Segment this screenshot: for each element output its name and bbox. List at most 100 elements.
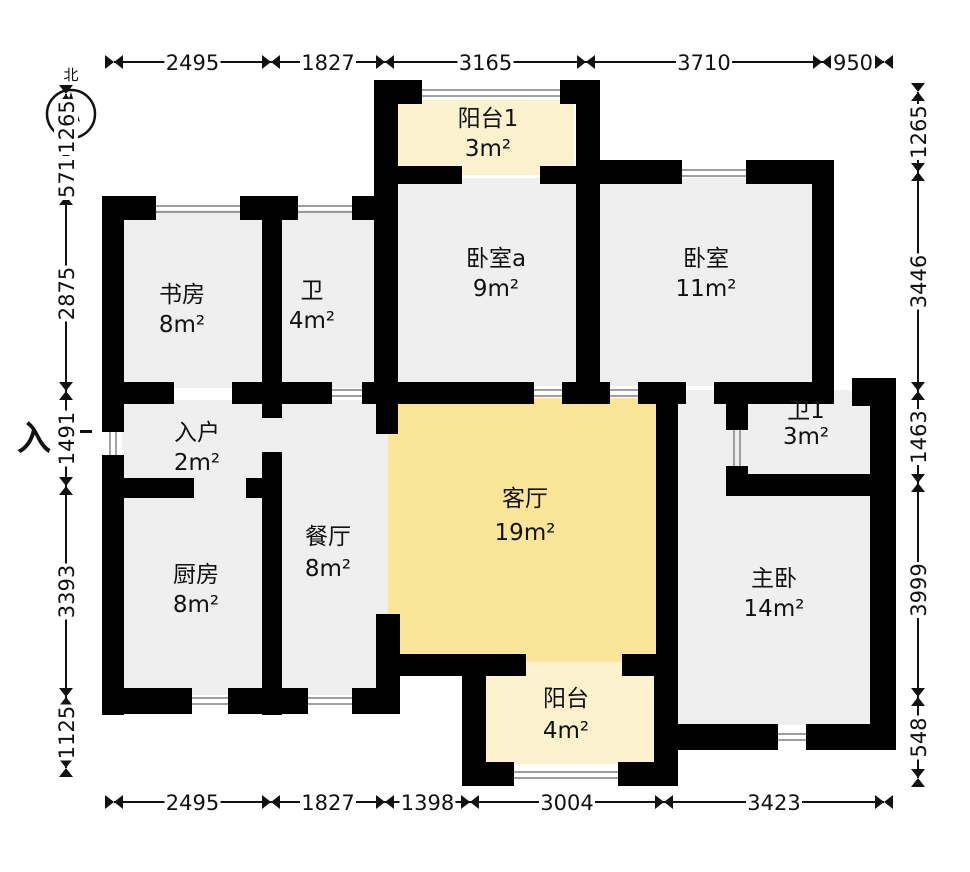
room-area-bath1: 3m² bbox=[783, 424, 829, 450]
dimension-tick bbox=[59, 768, 73, 777]
dimension-tick bbox=[59, 391, 73, 400]
wall bbox=[232, 382, 332, 404]
room-area-master: 14m² bbox=[744, 596, 805, 622]
dimension-tick bbox=[59, 759, 73, 768]
wall bbox=[812, 160, 834, 400]
room-label-bedroom: 卧室 bbox=[683, 246, 729, 272]
wall bbox=[102, 382, 174, 404]
dimension-label: 1265 bbox=[55, 100, 79, 153]
room-area-living: 19m² bbox=[495, 520, 556, 546]
dimension-tick bbox=[875, 795, 884, 809]
room-label-study: 书房 bbox=[159, 282, 205, 308]
dimension-label: 950 bbox=[833, 51, 873, 75]
wall bbox=[654, 724, 778, 750]
dimension-tick bbox=[59, 697, 73, 706]
wall bbox=[362, 382, 534, 404]
dimension-label: 548 bbox=[907, 717, 931, 757]
dimension-tick bbox=[911, 769, 925, 778]
dimension-label: 3999 bbox=[907, 563, 931, 616]
wall bbox=[870, 378, 896, 750]
dimension-tick bbox=[875, 55, 884, 69]
dimension-label: 1398 bbox=[401, 791, 454, 815]
floor-balcony1 bbox=[398, 100, 574, 175]
floor-bath1 bbox=[740, 392, 870, 480]
dimension-tick bbox=[911, 163, 925, 172]
dimension-label: 3165 bbox=[459, 51, 512, 75]
dimension-label: 1265 bbox=[907, 105, 931, 158]
floors bbox=[122, 100, 870, 764]
dimension-tick bbox=[59, 382, 73, 391]
dimension-tick bbox=[271, 55, 280, 69]
dimension-tick bbox=[114, 55, 123, 69]
dimension-tick bbox=[59, 477, 73, 486]
entrance-label: 入 bbox=[17, 419, 51, 459]
dimension-label: 3710 bbox=[677, 51, 730, 75]
dimension-tick bbox=[59, 486, 73, 495]
dimension-tick bbox=[911, 92, 925, 101]
dimension-tick bbox=[911, 83, 925, 92]
dimension-tick bbox=[114, 795, 123, 809]
room-area-bedroom-a: 9m² bbox=[473, 276, 519, 302]
dimension-tick bbox=[813, 55, 822, 69]
floor-kitchen bbox=[122, 490, 266, 695]
dimension-tick bbox=[911, 688, 925, 697]
room-label-balcony2: 阳台 bbox=[543, 686, 589, 712]
dimension-tick bbox=[105, 795, 114, 809]
room-label-bath1: 卫1 bbox=[787, 398, 825, 424]
dimension-label: 1827 bbox=[301, 51, 354, 75]
entrance-marker: 入 bbox=[17, 419, 92, 459]
dimension-tick bbox=[911, 382, 925, 391]
wall bbox=[228, 688, 308, 714]
floor-living bbox=[388, 398, 658, 662]
dimension-tick bbox=[59, 688, 73, 697]
dimension-tick bbox=[577, 55, 586, 69]
dimension-label: 2495 bbox=[166, 51, 219, 75]
dimension-tick bbox=[884, 55, 893, 69]
dimension-right: 1265 3446 1463 3999 548 bbox=[906, 83, 931, 787]
floor-bath bbox=[276, 210, 378, 388]
wall bbox=[102, 688, 192, 714]
dimension-tick bbox=[911, 778, 925, 787]
floor-dining bbox=[276, 400, 388, 695]
dimension-tick bbox=[376, 795, 385, 809]
wall bbox=[262, 196, 282, 418]
room-label-master: 主卧 bbox=[751, 566, 797, 592]
dimension-tick bbox=[461, 795, 470, 809]
dimension-tick bbox=[105, 55, 114, 69]
dimension-top: 2495 1827 3165 3710 950 bbox=[105, 50, 893, 75]
floor-study bbox=[122, 210, 266, 388]
compass-north-label: 北 bbox=[63, 66, 78, 84]
dimension-label: 571 bbox=[55, 158, 79, 198]
room-label-bath: 卫 bbox=[301, 278, 324, 304]
dimension-label: 1463 bbox=[907, 410, 931, 463]
dimension-label: 3446 bbox=[907, 255, 931, 308]
wall bbox=[374, 160, 398, 400]
wall bbox=[262, 452, 282, 715]
dimension-label: 3423 bbox=[747, 791, 800, 815]
entrance-arrow-icon bbox=[80, 430, 92, 433]
dimension-tick bbox=[59, 196, 73, 205]
wall bbox=[376, 654, 526, 676]
wall bbox=[102, 196, 124, 432]
dimension-tick bbox=[911, 474, 925, 483]
room-area-balcony2: 4m² bbox=[543, 718, 589, 744]
walls bbox=[102, 80, 896, 786]
wall bbox=[102, 455, 124, 715]
floor-bedroom bbox=[596, 178, 814, 386]
wall bbox=[576, 180, 600, 402]
room-label-balcony1: 阳台1 bbox=[458, 106, 519, 132]
dimension-label: 2495 bbox=[166, 791, 219, 815]
room-area-dining: 8m² bbox=[305, 556, 351, 582]
room-label-bedroom-a: 卧室a bbox=[466, 246, 526, 272]
wall bbox=[102, 478, 194, 498]
dimension-tick bbox=[376, 55, 385, 69]
dimension-tick bbox=[911, 391, 925, 400]
dimension-tick bbox=[385, 55, 394, 69]
dimension-tick bbox=[884, 795, 893, 809]
wall bbox=[656, 382, 678, 678]
